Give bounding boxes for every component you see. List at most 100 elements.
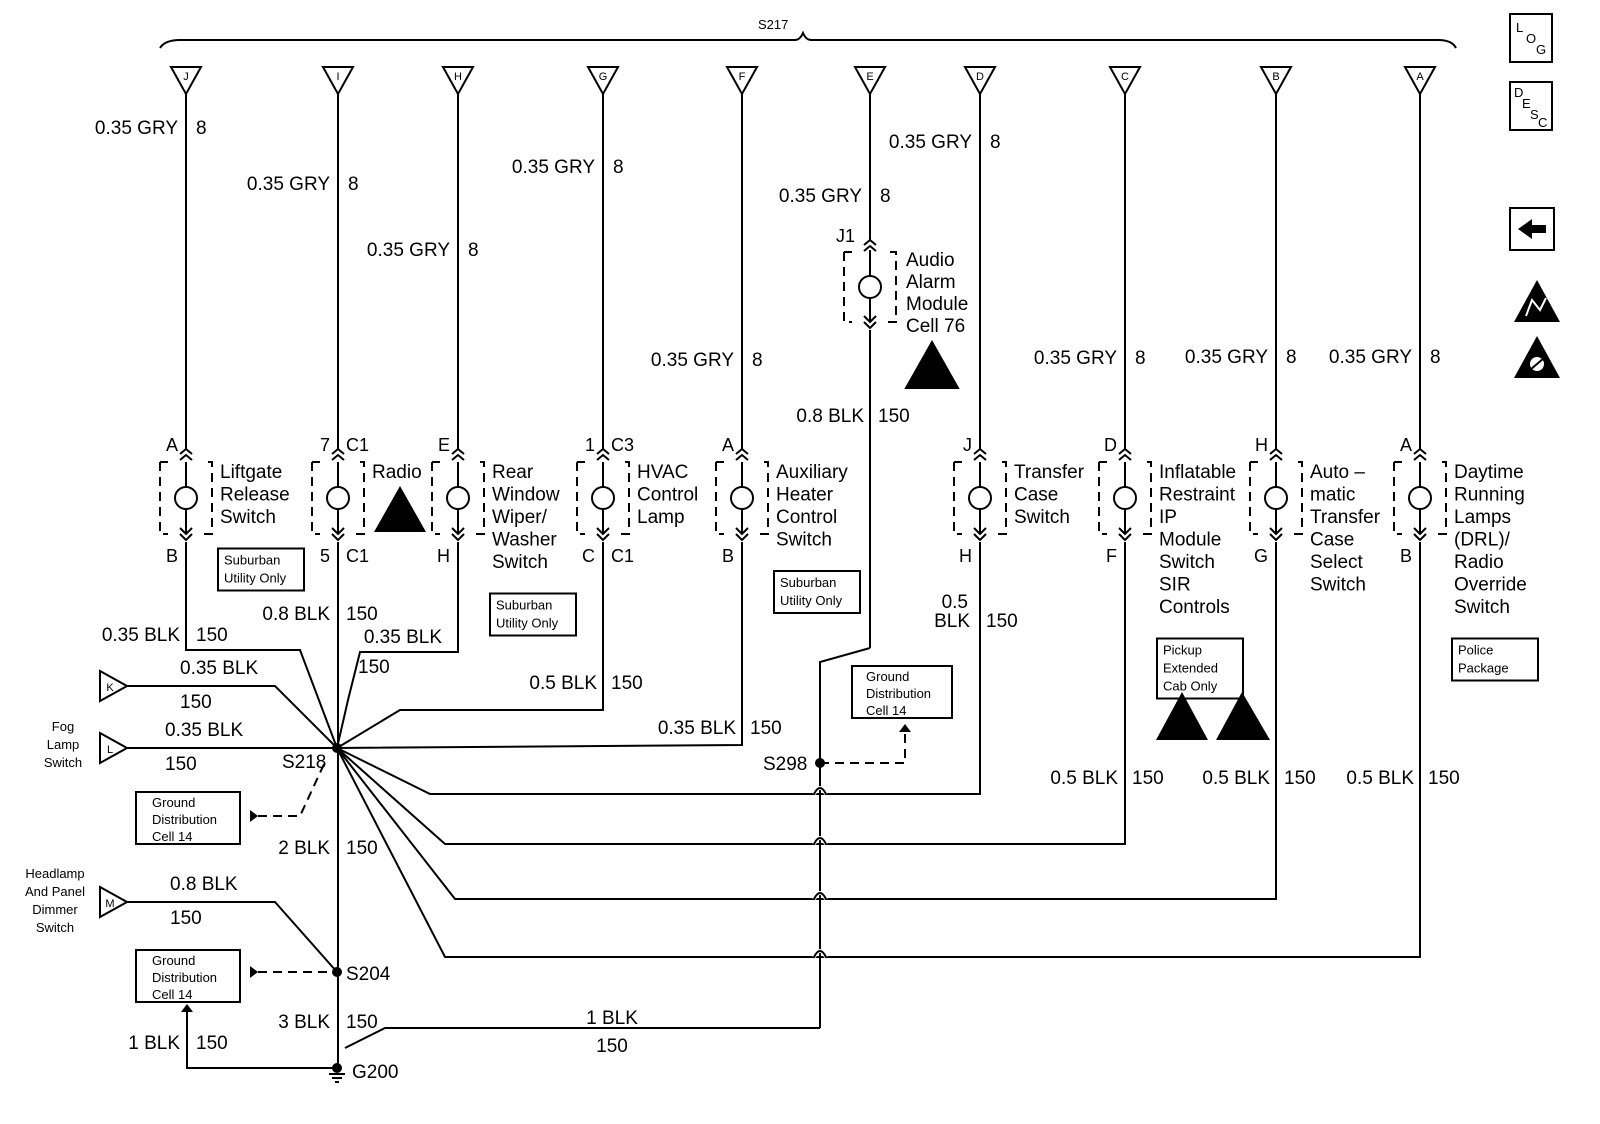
wire-color-label: 2 BLK — [278, 838, 330, 859]
option-note-box — [1156, 637, 1244, 700]
left-connector-label: Dimmer — [32, 902, 78, 917]
back-arrow-icon[interactable] — [1509, 207, 1555, 251]
option-note-text: Utility Only — [780, 593, 843, 608]
top-connector-d — [963, 66, 997, 97]
top-connector-b — [1259, 66, 1293, 97]
circuit-number: 150 — [346, 1012, 378, 1033]
component-name: Radio — [1454, 552, 1504, 573]
wire-color-label: 0.35 GRY — [1329, 347, 1412, 368]
circuit-number: 150 — [1284, 768, 1316, 789]
circuit-number: 8 — [196, 118, 207, 139]
component-name: Controls — [1159, 597, 1230, 618]
circuit-number: 8 — [468, 240, 479, 261]
pin-bottom: G — [1254, 546, 1268, 566]
log-legend[interactable]: L O G — [1509, 13, 1553, 63]
circuit-number: 150 — [611, 673, 643, 694]
connector-chevrons — [331, 447, 345, 542]
svg-text:O: O — [1526, 31, 1536, 46]
circuit-number: 150 — [196, 625, 228, 646]
esd-sensitive-icon — [1514, 280, 1560, 322]
option-note-box — [489, 592, 577, 637]
component-name: Switch — [1014, 507, 1070, 528]
circuit-number: 8 — [1135, 348, 1146, 369]
wires-layer — [99, 66, 1539, 1083]
circuit-number: 8 — [1430, 347, 1441, 368]
component-name: Inflatable — [1159, 462, 1236, 483]
ground-distribution-text: Distribution — [152, 970, 217, 985]
top-connector-j — [169, 66, 203, 97]
component-name: Control — [776, 507, 837, 528]
component-name: Case — [1310, 530, 1354, 551]
component-outline — [843, 251, 897, 323]
pin-bottom: B — [722, 546, 734, 566]
option-note-text: Cab Only — [1163, 679, 1218, 694]
wire-color-label: 0.8 BLK — [170, 874, 238, 895]
ground-distribution-box — [135, 791, 241, 845]
circuit-number: 150 — [196, 1033, 228, 1054]
arrow-icon — [250, 810, 258, 822]
ground-distribution-box — [135, 949, 241, 1003]
component-name: Heater — [776, 485, 834, 506]
connector-id-top: C1 — [346, 435, 369, 455]
circuit-number: 150 — [165, 754, 197, 775]
esd-sensitive-icon — [906, 342, 958, 388]
wire-color-label: 3 BLK — [278, 1012, 330, 1033]
pin-top: A — [1400, 435, 1412, 455]
wire-color-label: 1 BLK — [586, 1008, 638, 1029]
ground-lead-dashed — [258, 761, 326, 817]
left-connector-label: Switch — [44, 755, 82, 770]
pin-bottom: H — [437, 546, 450, 566]
circuit-number: 8 — [613, 157, 624, 178]
pin-bottom: F — [1106, 546, 1117, 566]
pin-bottom: C — [582, 546, 595, 566]
splice-label: S204 — [346, 964, 391, 985]
wire-color-label: 0.35 GRY — [247, 174, 330, 195]
connector-terminal — [326, 486, 350, 510]
ground-symbol-icon — [329, 1073, 345, 1083]
circuit-number: 8 — [1286, 347, 1297, 368]
option-note-box — [217, 547, 305, 592]
top-connector-letter: C — [1121, 71, 1129, 83]
wire-color-label: 0.5 BLK — [529, 673, 597, 694]
component-name: Transfer — [1014, 462, 1085, 483]
wire-color-label: 0.5 BLK — [1050, 768, 1118, 789]
connector-chevrons — [451, 447, 465, 542]
option-note-text: Extended — [1163, 661, 1218, 676]
connector-pin: J1 — [836, 226, 855, 246]
connector-terminal — [446, 486, 470, 510]
connector-chevrons — [1413, 447, 1427, 542]
connector-terminal — [858, 275, 882, 299]
connector-terminal — [1113, 486, 1137, 510]
component-name: Auto – — [1310, 462, 1365, 483]
top-connector-g — [586, 66, 620, 97]
esd-sensitive-icon — [374, 486, 426, 532]
option-note-text: Pickup — [1163, 643, 1202, 658]
left-connector-label: Fog — [52, 719, 74, 734]
component-outline — [576, 461, 630, 535]
ground-distribution-text: Ground — [866, 669, 909, 684]
connector-id-bottom: C1 — [346, 546, 369, 566]
desc-legend[interactable]: D E S C — [1509, 81, 1553, 131]
ground-distribution-text: Cell 14 — [152, 829, 192, 844]
svg-text:D: D — [1514, 85, 1523, 100]
connector-id-bottom: C1 — [611, 546, 634, 566]
component-name: Radio — [372, 462, 422, 483]
option-note-box — [773, 570, 861, 614]
wire-color-label: 0.35 GRY — [367, 240, 450, 261]
component-name: Module — [1159, 530, 1221, 551]
top-connector-letter: H — [454, 71, 462, 83]
component-name: Wiper/ — [492, 507, 548, 528]
component-name: Audio — [906, 250, 955, 271]
pin-top: D — [1104, 435, 1117, 455]
component-name: Auxiliary — [776, 462, 848, 483]
connector-terminal — [730, 486, 754, 510]
connector-terminal — [1408, 486, 1432, 510]
connector-chevrons — [973, 447, 987, 542]
wire-color-label: 0.35 BLK — [364, 627, 442, 648]
top-connector-h — [441, 66, 475, 97]
option-note-text: Suburban — [224, 553, 280, 568]
ground-distribution-text: Ground — [152, 795, 195, 810]
wire-crossover — [813, 892, 827, 900]
left-connector-label: And Panel — [25, 884, 85, 899]
splice-s204 — [332, 967, 342, 977]
